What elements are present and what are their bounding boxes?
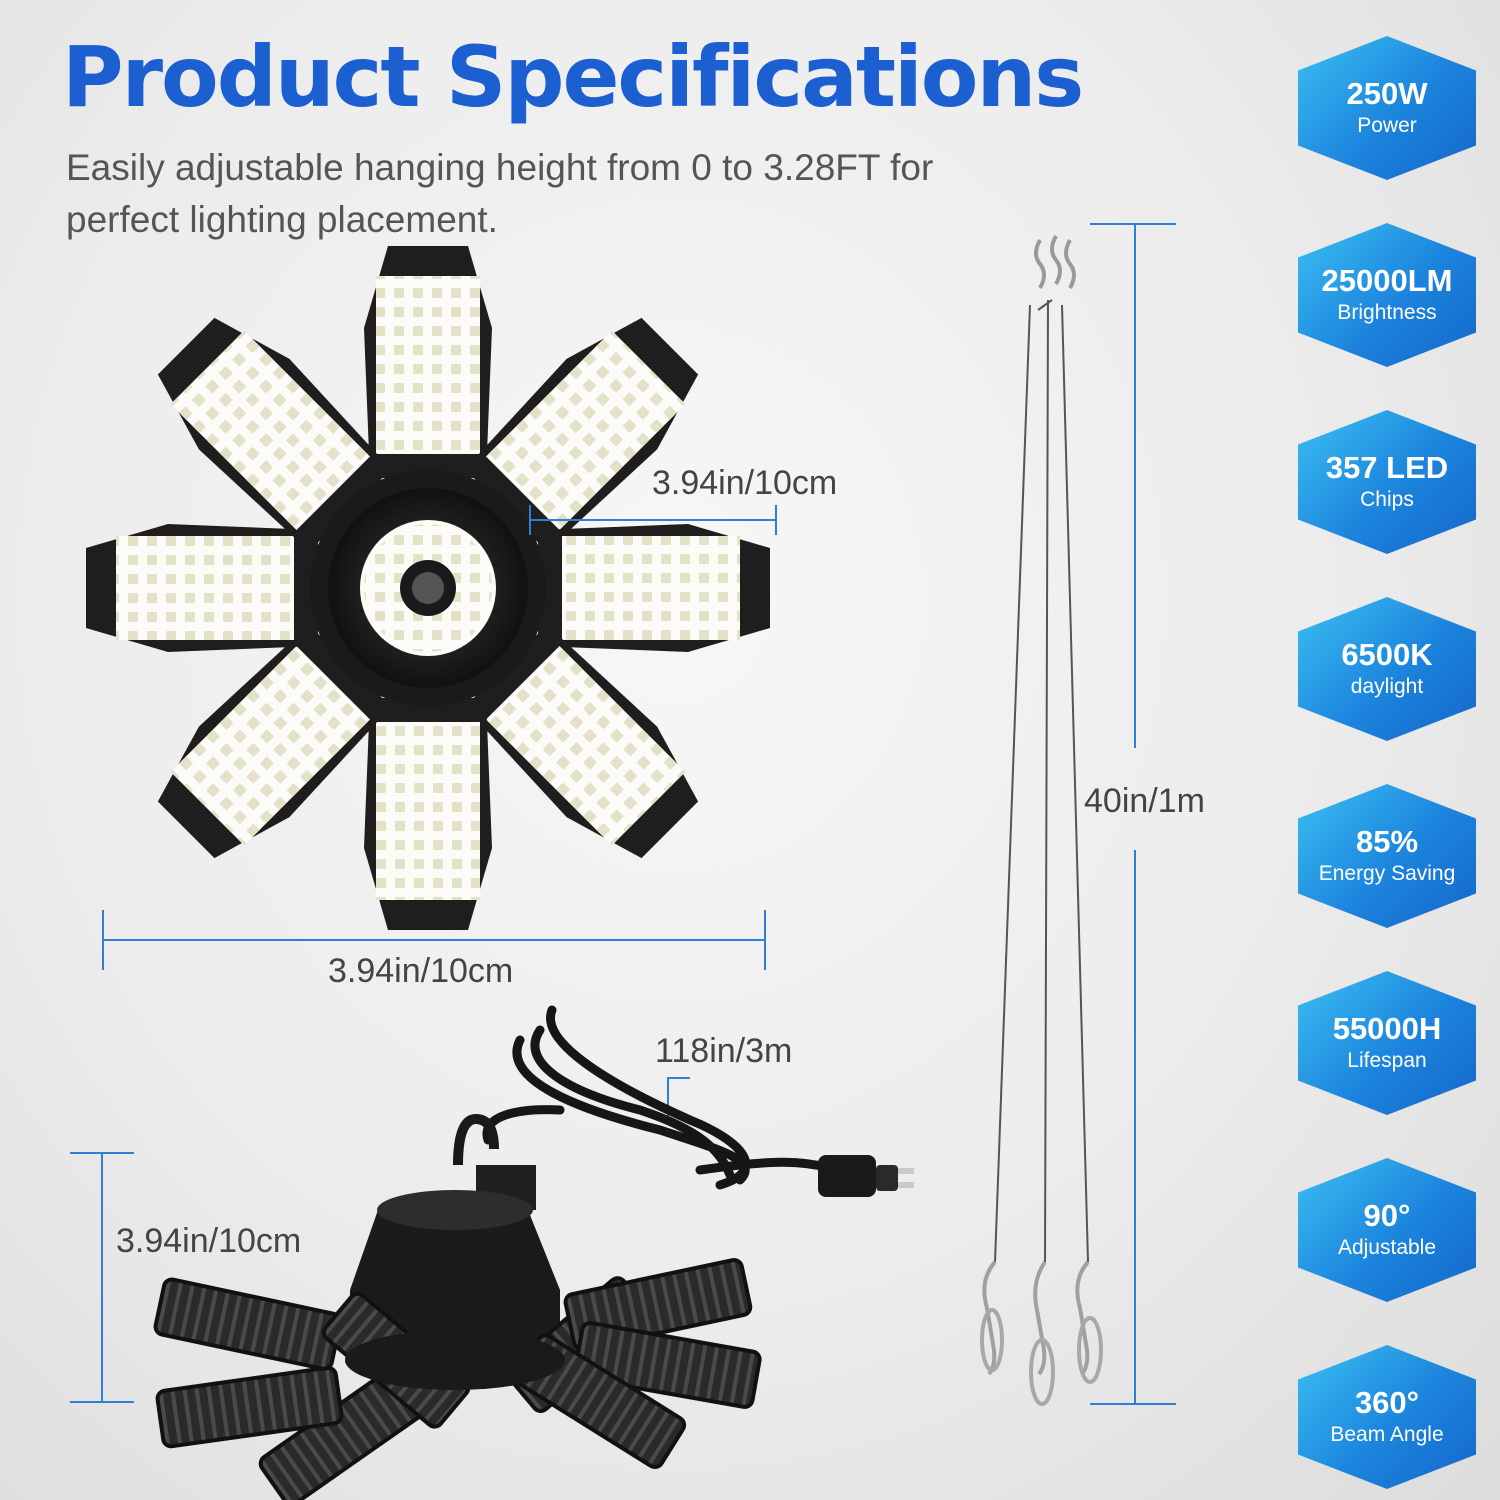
- spec-value: 85%: [1355, 824, 1419, 859]
- spec-badge-chips: 357 LED Chips: [1298, 410, 1476, 554]
- led-panel: [364, 698, 492, 930]
- spec-label: Lifespan: [1347, 1049, 1427, 1072]
- led-panel: [364, 246, 492, 478]
- led-panel: [464, 624, 699, 859]
- page-subtitle: Easily adjustable hanging height from 0 …: [66, 147, 934, 240]
- spec-label: Beam Angle: [1330, 1423, 1444, 1446]
- led-panel: [538, 524, 770, 652]
- hanger-length-label: 40in/1m: [1084, 782, 1205, 820]
- spec-value: 90°: [1363, 1198, 1411, 1233]
- spec-badge-power: 250W Power: [1298, 36, 1476, 180]
- light-front-view: [86, 246, 770, 930]
- light-side-view: [153, 1005, 914, 1500]
- spec-badge-color-temp: 6500K daylight: [1298, 597, 1476, 741]
- spec-badge-lifespan: 55000H Lifespan: [1298, 971, 1476, 1115]
- spec-label: Energy Saving: [1318, 862, 1456, 885]
- body-height-label: 3.94in/10cm: [116, 1222, 302, 1260]
- power-cord: [482, 1005, 835, 1190]
- spec-label: Power: [1357, 114, 1417, 137]
- spec-value: 250W: [1346, 76, 1428, 111]
- spec-value: 360°: [1354, 1385, 1420, 1420]
- spec-badge-beam-angle: 360° Beam Angle: [1298, 1345, 1476, 1489]
- spec-badge-adjustable: 90° Adjustable: [1298, 1158, 1476, 1302]
- overall-width-label: 3.94in/10cm: [328, 952, 514, 990]
- spec-label: daylight: [1350, 675, 1424, 698]
- led-panel: [86, 524, 318, 652]
- spec-label: Chips: [1360, 488, 1414, 511]
- dimension-lines: [70, 223, 1176, 1405]
- hanging-wires: [980, 235, 1103, 1406]
- led-panel: [157, 624, 392, 859]
- spec-label: Adjustable: [1337, 1236, 1437, 1259]
- led-panel: [464, 317, 699, 552]
- spec-badge-brightness: 25000LM Brightness: [1298, 223, 1476, 367]
- page-title: Product Specifications: [62, 28, 1084, 126]
- panel-width-label: 3.94in/10cm: [652, 464, 838, 502]
- cord-length-label: 118in/3m: [655, 1032, 793, 1070]
- led-panel: [157, 317, 392, 552]
- spec-label: Brightness: [1337, 301, 1437, 324]
- spec-value: 25000LM: [1321, 263, 1453, 298]
- spec-value: 357 LED: [1325, 450, 1449, 485]
- spec-value: 55000H: [1332, 1011, 1442, 1046]
- spec-badge-energy-saving: 85% Energy Saving: [1298, 784, 1476, 928]
- spec-value: 6500K: [1341, 637, 1433, 672]
- plug-icon: [818, 1155, 914, 1197]
